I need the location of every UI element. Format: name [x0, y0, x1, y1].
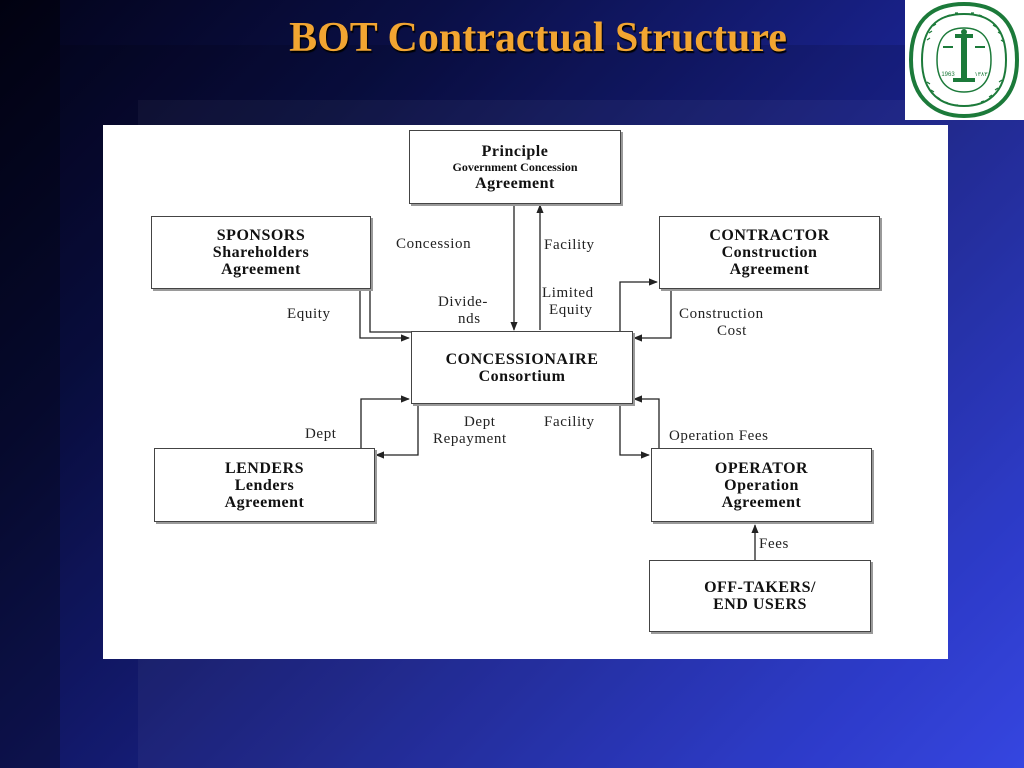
bot-structure-diagram: Principle Government Concession Agreemen… [103, 125, 948, 659]
sponsors-agreement: Agreement [221, 261, 301, 278]
arrow-equity [359, 290, 410, 342]
offtakers-title: OFF-TAKERS/ [704, 579, 816, 596]
slide-title: BOT Contractual Structure [289, 15, 787, 61]
concessionaire-box: CONCESSIONAIRE Consortium [411, 331, 633, 404]
label-dept-repayment-1: Dept [464, 414, 496, 430]
operator-subtitle: Operation [724, 476, 799, 494]
sponsors-box: SPONSORS Shareholders Agreement [151, 216, 371, 289]
label-construction-cost-1: Construction [679, 306, 764, 322]
logo-year-left: 1963 [941, 72, 955, 78]
label-dividends-1: Divide- [438, 294, 489, 310]
logo-year-right: ١٣٨٣ [975, 72, 989, 78]
arrow-limited-equity [619, 278, 658, 332]
lenders-subtitle: Lenders [234, 476, 295, 494]
arrow-facility-bottom [619, 405, 650, 459]
contractor-subtitle: Construction [721, 244, 818, 261]
label-facility-top: Facility [544, 237, 595, 253]
arrow-construction-cost [633, 290, 672, 342]
label-dept: Dept [305, 426, 337, 442]
label-dept-repayment-2: Repayment [433, 431, 507, 447]
principle-box: Principle Government Concession Agreemen… [409, 130, 621, 204]
principle-agreement: Agreement [475, 174, 555, 192]
operator-box: OPERATOR Operation Agreement [651, 448, 872, 522]
principle-subtitle: Government Concession [452, 159, 578, 174]
university-seal-icon: 1963 ١٣٨٣ [908, 1, 1020, 119]
label-facility-bottom: Facility [544, 414, 595, 430]
sponsors-subtitle: Shareholders [212, 244, 310, 261]
lenders-agreement: Agreement [224, 493, 305, 511]
arrow-dept-repayment [375, 405, 419, 459]
label-equity: Equity [287, 306, 331, 322]
label-limited-equity-1: Limited [542, 285, 594, 301]
connector-arrows [359, 204, 759, 560]
concessionaire-title: CONCESSIONAIRE [445, 350, 599, 368]
contractor-title: CONTRACTOR [709, 227, 830, 244]
label-concession: Concession [396, 236, 472, 252]
lenders-title: LENDERS [224, 459, 305, 477]
sponsors-title: SPONSORS [216, 227, 306, 244]
operator-agreement: Agreement [721, 493, 802, 511]
label-operation-fees: Operation Fees [669, 428, 769, 444]
lenders-box: LENDERS Lenders Agreement [154, 448, 375, 522]
label-limited-equity-2: Equity [549, 302, 593, 318]
offtakers-subtitle: END USERS [713, 596, 807, 613]
contractor-box: CONTRACTOR Construction Agreement [659, 216, 880, 289]
contractor-agreement: Agreement [729, 261, 810, 278]
concessionaire-subtitle: Consortium [478, 367, 566, 385]
university-logo: 1963 ١٣٨٣ [905, 0, 1024, 120]
offtakers-box: OFF-TAKERS/ END USERS [649, 560, 871, 632]
operator-title: OPERATOR [714, 459, 809, 477]
arrow-operation-fees [633, 395, 660, 449]
arrow-dividends [362, 278, 412, 333]
label-dividends-2: nds [458, 311, 481, 327]
arrow-dept [360, 395, 410, 453]
background-band-left [0, 0, 60, 768]
label-fees: Fees [759, 536, 789, 552]
principle-title: Principle [481, 142, 549, 160]
label-construction-cost-2: Cost [717, 323, 747, 339]
